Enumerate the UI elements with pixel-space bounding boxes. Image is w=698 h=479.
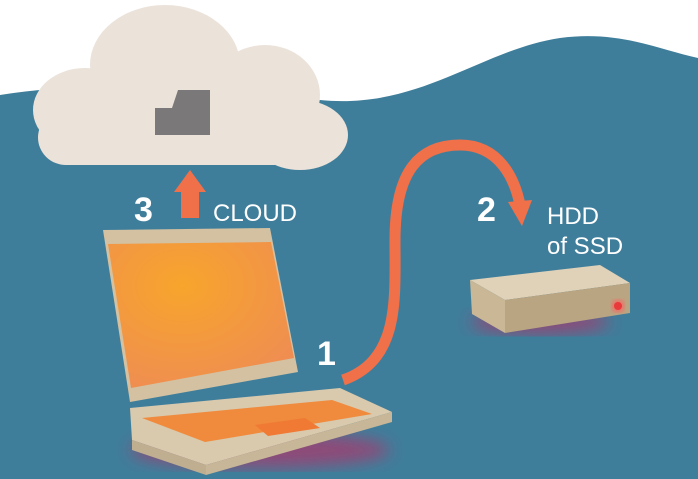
step-1-number: 1 [317,335,336,373]
laptop-icon [103,228,392,475]
arrow-head [508,200,532,226]
step-3-label: CLOUD [213,200,298,227]
step-2-label-line2: of SSD [547,233,624,260]
drive-icon [470,265,630,334]
arrow-up-icon [174,170,206,218]
step-2-label-line1: HDD [547,203,599,230]
step-3-number: 3 [134,191,153,229]
folder-icon [155,90,210,135]
cloud-icon [33,5,348,170]
step-2-number: 2 [477,191,496,229]
curved-arrow-icon [340,139,526,386]
